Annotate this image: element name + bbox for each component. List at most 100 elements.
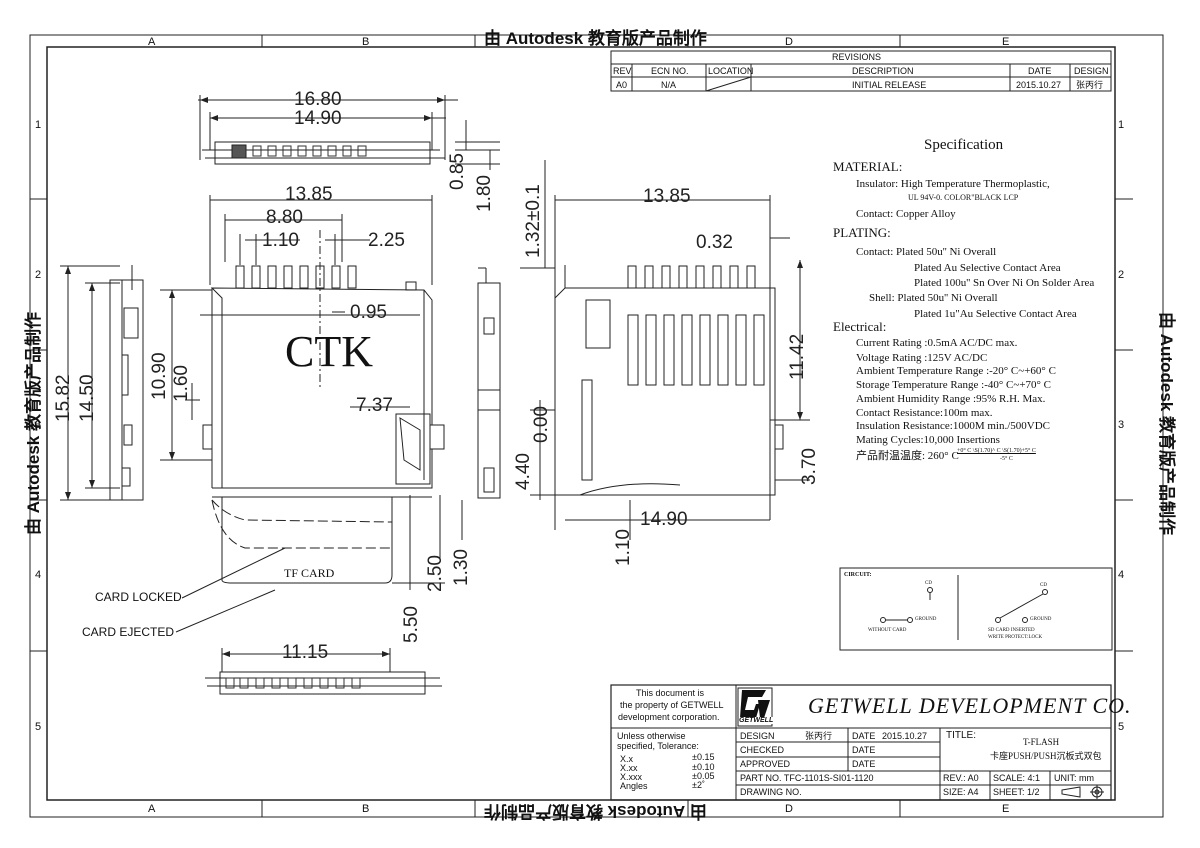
zone-row-2-left: 2 — [35, 269, 42, 281]
tb-tol-x-value: ±0.15 — [692, 752, 715, 762]
tb-title-2: 卡座PUSH/PUSH沉板式双包 — [990, 751, 1102, 761]
tb-property-1: This document is — [636, 688, 705, 698]
tb-tol-xx: X.xx — [620, 763, 638, 773]
tb-rev: REV.: A0 — [943, 773, 979, 783]
zone-row-1-right: 1 — [1118, 119, 1125, 131]
dim-11-15: 11.15 — [282, 642, 329, 663]
zone-row-2-right: 2 — [1118, 269, 1125, 281]
dim-3-70: 3.70 — [799, 448, 820, 485]
dim-13-85-rear: 13.85 — [643, 186, 691, 207]
zone-col-e-top: E — [1002, 36, 1010, 48]
circuit-cd-left: CD — [925, 581, 932, 586]
spec-plating-5: Plated 1u"Au Selective Contact Area — [914, 308, 1077, 320]
dim-0-85: 0.85 — [447, 153, 468, 190]
tb-tol-xxx: X.xxx — [620, 772, 643, 782]
spec-e9-upper: +0° C \S(1.70)^ C \S(1.70)+5° C — [957, 448, 1036, 454]
rev-header-rev: REV. — [613, 66, 634, 76]
tb-sheet: SHEET: 1/2 — [993, 787, 1040, 797]
getwell-logo-mark — [740, 690, 770, 718]
zone-col-a-bottom: A — [148, 803, 156, 815]
dim-8-80: 8.80 — [266, 207, 303, 228]
tb-property-2: the property of GETWELL — [620, 700, 724, 710]
dim-1-32: 1.32±0.1 — [523, 184, 544, 258]
tb-tol-angles: Angles — [620, 781, 648, 791]
dim-13-85-front: 13.85 — [285, 184, 333, 205]
dim-5-50: 5.50 — [401, 606, 422, 643]
dim-14-90-top: 14.90 — [294, 108, 342, 129]
zone-col-d-top: D — [785, 36, 793, 48]
zone-row-5-left: 5 — [35, 721, 42, 733]
spec-e5: Ambient Humidity Range :95% R.H. Max. — [856, 393, 1046, 405]
tb-scale: SCALE: 4:1 — [993, 773, 1041, 783]
tb-logo-text: GETWELL — [739, 717, 774, 724]
rev-cell-description: INITIAL RELEASE — [852, 80, 927, 90]
card-ejected-label: CARD EJECTED — [82, 625, 175, 639]
tb-date-value: 2015.10.27 — [882, 731, 928, 741]
spec-plating-4: Shell: Plated 50u'' Ni Overall — [869, 292, 998, 304]
spec-e2: Voltage Rating :125V AC/DC — [856, 352, 988, 364]
spec-insulator2: UL 94V-0. COLOR"BLACK LCP — [908, 193, 1019, 202]
circuit-ground-left: GROUND — [915, 617, 937, 622]
dim-2-25: 2.25 — [368, 230, 405, 251]
tb-tol-xxx-value: ±0.05 — [692, 771, 715, 781]
zone-col-e-bottom: E — [1002, 803, 1010, 815]
spec-plating: PLATING: — [833, 225, 891, 240]
rev-cell-design: 张丙行 — [1076, 80, 1104, 90]
tb-design-label: DESIGN — [740, 731, 775, 741]
tb-checked-label: CHECKED — [740, 745, 785, 755]
spec-insulator: Insulator: High Temperature Thermoplasti… — [856, 178, 1050, 190]
tb-checked-date-label: DATE — [852, 745, 876, 755]
tb-part-no: PART NO. TFC-1101S-SI01-1120 — [740, 773, 874, 783]
dim-0-95: 0.95 — [350, 302, 387, 323]
tf-card-label: TF CARD — [284, 566, 335, 580]
watermark-bottom: 由 Autodesk 教育版产品制作 — [484, 802, 707, 821]
zone-col-b-bottom: B — [362, 803, 370, 815]
spec-e7: Insulation Resistance:1000M min./500VDC — [856, 420, 1051, 432]
rev-header-location: LOCATION — [708, 66, 754, 76]
rev-cell-date: 2015.10.27 — [1016, 80, 1062, 90]
spec-contact: Contact: Copper Alloy — [856, 208, 956, 220]
spec-plating-3: Plated 100u'' Sn Over Ni On Solder Area — [914, 277, 1095, 289]
tb-tol-2: specified, Tolerance: — [617, 741, 699, 751]
tb-company: GETWELL DEVELOPMENT CO. — [808, 693, 1132, 718]
watermark-right: 由 Autodesk 教育版产品制作 — [1156, 312, 1176, 535]
dim-4-40: 4.40 — [513, 453, 534, 490]
revisions-title: REVISIONS — [832, 52, 882, 62]
zone-row-4-left: 4 — [35, 569, 42, 581]
circuit-write-protect: WRITE PROTECT:LOCK — [988, 635, 1043, 640]
tb-property-3: development corporation. — [618, 712, 720, 722]
zone-row-3-left: 3 — [35, 419, 42, 431]
rev-cell-ecn: N/A — [661, 80, 677, 90]
tb-designer: 张丙行 — [805, 731, 833, 741]
spec-e9: 产品耐温温度: 260° C — [856, 450, 959, 462]
spec-e4: Storage Temperature Range :-40° C~+70° C — [856, 379, 1052, 391]
circuit-sd-inserted: SD CARD INSERTED — [988, 628, 1035, 633]
spec-e6: Contact Resistance:100m max. — [856, 407, 993, 419]
tb-title-1: T-FLASH — [1023, 737, 1060, 747]
card-locked-label: CARD LOCKED — [95, 590, 182, 604]
tb-tol-angles-value: ±2˚ — [692, 780, 705, 790]
dim-0-00: 0.00 — [531, 406, 552, 443]
spec-e8: Mating Cycles:10,000 Insertions — [856, 434, 1000, 446]
tb-size: SIZE: A4 — [943, 787, 979, 797]
zone-col-a-top: A — [148, 36, 156, 48]
tb-approved-date-label: DATE — [852, 759, 876, 769]
tb-tol-xx-value: ±0.10 — [692, 762, 715, 772]
rev-header-description: DESCRIPTION — [852, 66, 914, 76]
tb-tol-x: X.x — [620, 754, 634, 764]
circuit-without-card: WITHOUT CARD — [868, 628, 907, 633]
rev-cell-rev: A0 — [616, 80, 628, 90]
dim-1-10-top: 1.10 — [262, 230, 299, 251]
zone-row-5-right: 5 — [1118, 721, 1125, 733]
dim-0-32: 0.32 — [696, 232, 733, 253]
circuit-title: CIRCUIT: — [844, 572, 872, 578]
zone-row-3-right: 3 — [1118, 419, 1125, 431]
dim-11-42: 11.42 — [787, 333, 808, 380]
spec-e3: Ambient Temperature Range :-20° C~+60° C — [856, 365, 1056, 377]
dim-14-90-rear: 14.90 — [640, 509, 688, 530]
dim-7-37: 7.37 — [356, 395, 393, 416]
dim-14-50: 14.50 — [77, 374, 98, 422]
dim-1-60: 1.60 — [171, 365, 192, 402]
dim-10-90: 10.90 — [149, 352, 170, 400]
